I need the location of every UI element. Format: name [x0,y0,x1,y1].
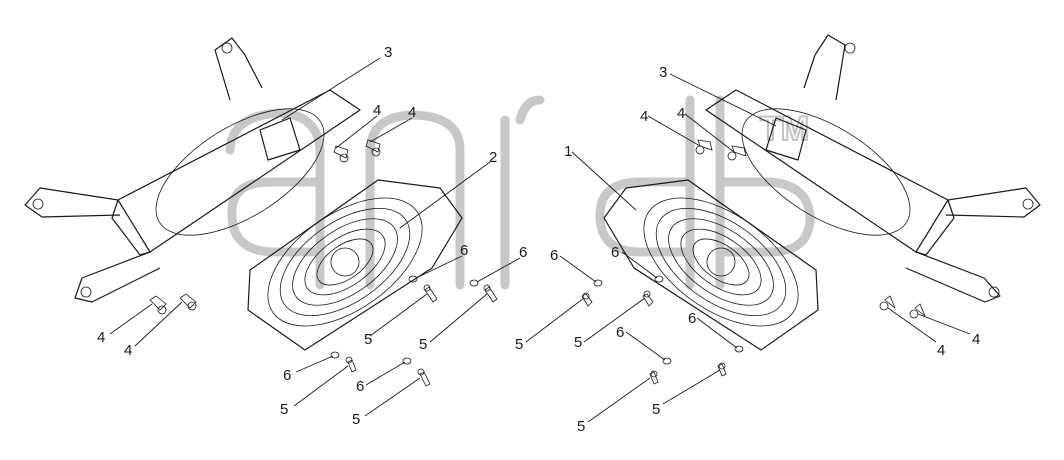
callout-label: 6 [616,324,624,341]
callout-label: 6 [519,244,527,261]
callout-label: 5 [419,336,427,353]
callout-label: 5 [577,418,585,435]
callout-label: 5 [652,401,660,418]
callout-label: 4 [124,342,132,359]
callout-label: 5 [280,401,288,418]
callout-label: 5 [574,334,582,351]
callout-label: 3 [659,64,667,81]
callout-label: 4 [408,104,416,121]
callout-label: 6 [611,244,619,261]
callout-label: 1 [564,143,572,160]
fasteners [149,139,926,387]
callout-label: 5 [352,411,360,428]
callout-label: 4 [937,342,945,359]
callout-labels: 3 4 4 2 6 6 4 4 5 5 6 5 6 5 3 4 4 1 6 6 … [97,44,980,435]
left-bracket [24,37,361,303]
callout-label: 4 [373,102,381,119]
callout-label: 5 [364,331,372,348]
callout-label: 6 [283,367,291,384]
left-speaker [247,179,463,351]
callout-label: 6 [550,247,558,264]
leader-lines [109,57,971,423]
callout-label: 4 [677,105,685,122]
watermark-logo: TM [225,95,815,290]
callout-label: 6 [356,378,364,395]
callout-label: 4 [972,331,980,348]
callout-label: 5 [515,336,523,353]
callout-label: 3 [384,44,392,61]
right-bracket [705,34,1041,303]
callout-label: 4 [97,329,105,346]
callout-label: 2 [489,149,497,166]
callout-label: 4 [640,108,648,125]
callout-label: 6 [688,310,696,327]
callout-label: 6 [460,242,468,259]
right-speaker [603,179,819,351]
